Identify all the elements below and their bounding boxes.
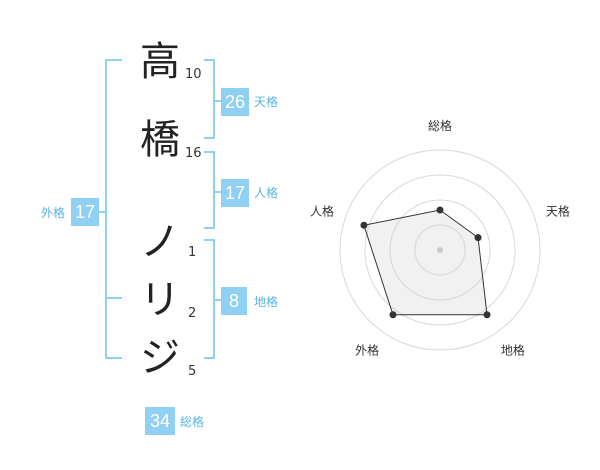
chikaku-value: 8 bbox=[221, 287, 247, 315]
radar-point-4 bbox=[389, 311, 397, 319]
stroke-count-2: 16 bbox=[185, 146, 202, 161]
gaikaku-bracket bbox=[105, 59, 122, 359]
jinkaku-value: 17 bbox=[221, 179, 249, 207]
radar-ring bbox=[389, 199, 491, 301]
radar-axis-label-2: 天格 bbox=[546, 204, 570, 219]
tenkaku-bracket bbox=[204, 59, 215, 139]
radar-point-3 bbox=[483, 311, 491, 319]
stroke-count-3: 1 bbox=[188, 245, 197, 260]
name-char-1: 高 bbox=[140, 39, 180, 85]
name-char-4: リ bbox=[140, 277, 180, 323]
name-char-2: 橋 bbox=[140, 117, 180, 163]
radar-axis-label-4: 外格 bbox=[355, 342, 379, 357]
radar-series-polygon bbox=[363, 209, 488, 316]
stroke-count-4: 2 bbox=[188, 306, 197, 321]
radar-point-1 bbox=[436, 206, 444, 214]
soukaku-label: 総格 bbox=[180, 415, 205, 429]
radar-point-5 bbox=[360, 221, 368, 229]
stroke-count-1: 10 bbox=[185, 67, 202, 82]
gaikaku-value: 17 bbox=[71, 198, 99, 226]
jinkaku-bracket bbox=[204, 151, 215, 229]
radar-point-2 bbox=[474, 234, 482, 242]
tenkaku-label: 天格 bbox=[254, 95, 279, 109]
radar-axis-label-3: 地格 bbox=[501, 342, 525, 357]
tenkaku-value: 26 bbox=[221, 88, 249, 116]
soukaku-value: 34 bbox=[145, 407, 175, 435]
name-char-3: ノ bbox=[140, 219, 180, 265]
radar-center bbox=[437, 247, 443, 253]
radar-axis-label-1: 総格 bbox=[428, 118, 452, 133]
radar-ring bbox=[364, 174, 516, 326]
radar-axis-label-5: 人格 bbox=[310, 204, 334, 219]
jinkaku-label: 人格 bbox=[254, 186, 279, 200]
stroke-count-5: 5 bbox=[188, 364, 197, 379]
name-char-5: ジ bbox=[140, 335, 180, 381]
radar-ring bbox=[339, 149, 541, 351]
chikaku-label: 地格 bbox=[254, 295, 279, 309]
radar-ring bbox=[414, 224, 466, 276]
gaikaku-label: 外格 bbox=[41, 206, 66, 220]
